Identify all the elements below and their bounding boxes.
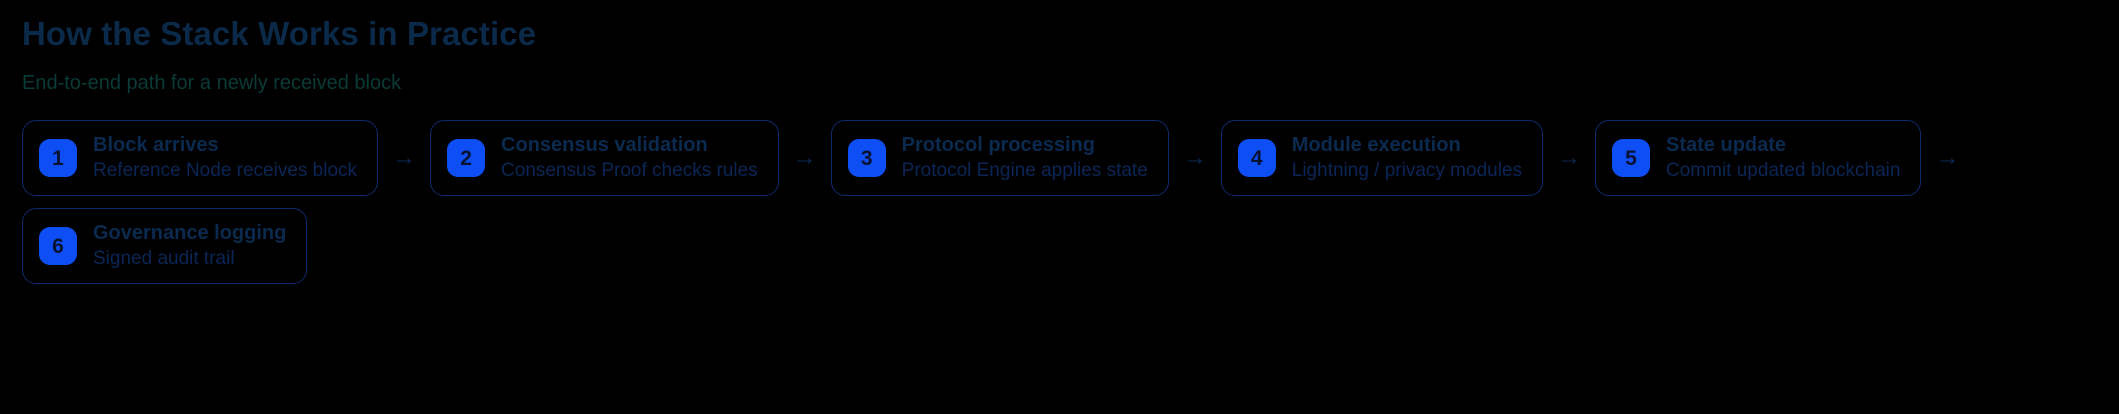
page-subtitle: End-to-end path for a newly received blo… xyxy=(22,72,402,94)
step-title: State update xyxy=(1666,134,1787,156)
arrow-right-icon: → xyxy=(392,144,417,171)
arrow-right-icon: → xyxy=(792,144,817,171)
arrow-right-icon: → xyxy=(1182,144,1207,171)
step-description: Consensus Proof checks rules xyxy=(501,160,758,181)
step-title: Module execution xyxy=(1291,134,1461,156)
arrow-right-icon: → xyxy=(1557,144,1582,171)
step-number-badge: 6 xyxy=(39,227,77,265)
step-description: Commit updated blockchain xyxy=(1666,160,1901,181)
arrow-right-icon: → xyxy=(1935,144,1960,171)
step-description: Reference Node receives block xyxy=(93,160,358,181)
step-title: Block arrives xyxy=(93,134,219,156)
step-description: Protocol Engine applies state xyxy=(901,160,1148,181)
step-title: Consensus validation xyxy=(501,134,708,156)
step-title: Protocol processing xyxy=(901,134,1096,156)
step-number-badge: 2 xyxy=(447,139,486,177)
step-number-badge: 1 xyxy=(39,139,77,177)
step-number-badge: 5 xyxy=(1612,139,1651,177)
step-number-badge: 4 xyxy=(1237,139,1276,177)
step-number-badge: 3 xyxy=(847,139,886,177)
step-description: Signed audit trail xyxy=(93,248,235,269)
step-title: Governance logging xyxy=(93,222,287,244)
page-title: How the Stack Works in Practice xyxy=(22,15,537,52)
step-description: Lightning / privacy modules xyxy=(1291,160,1523,181)
